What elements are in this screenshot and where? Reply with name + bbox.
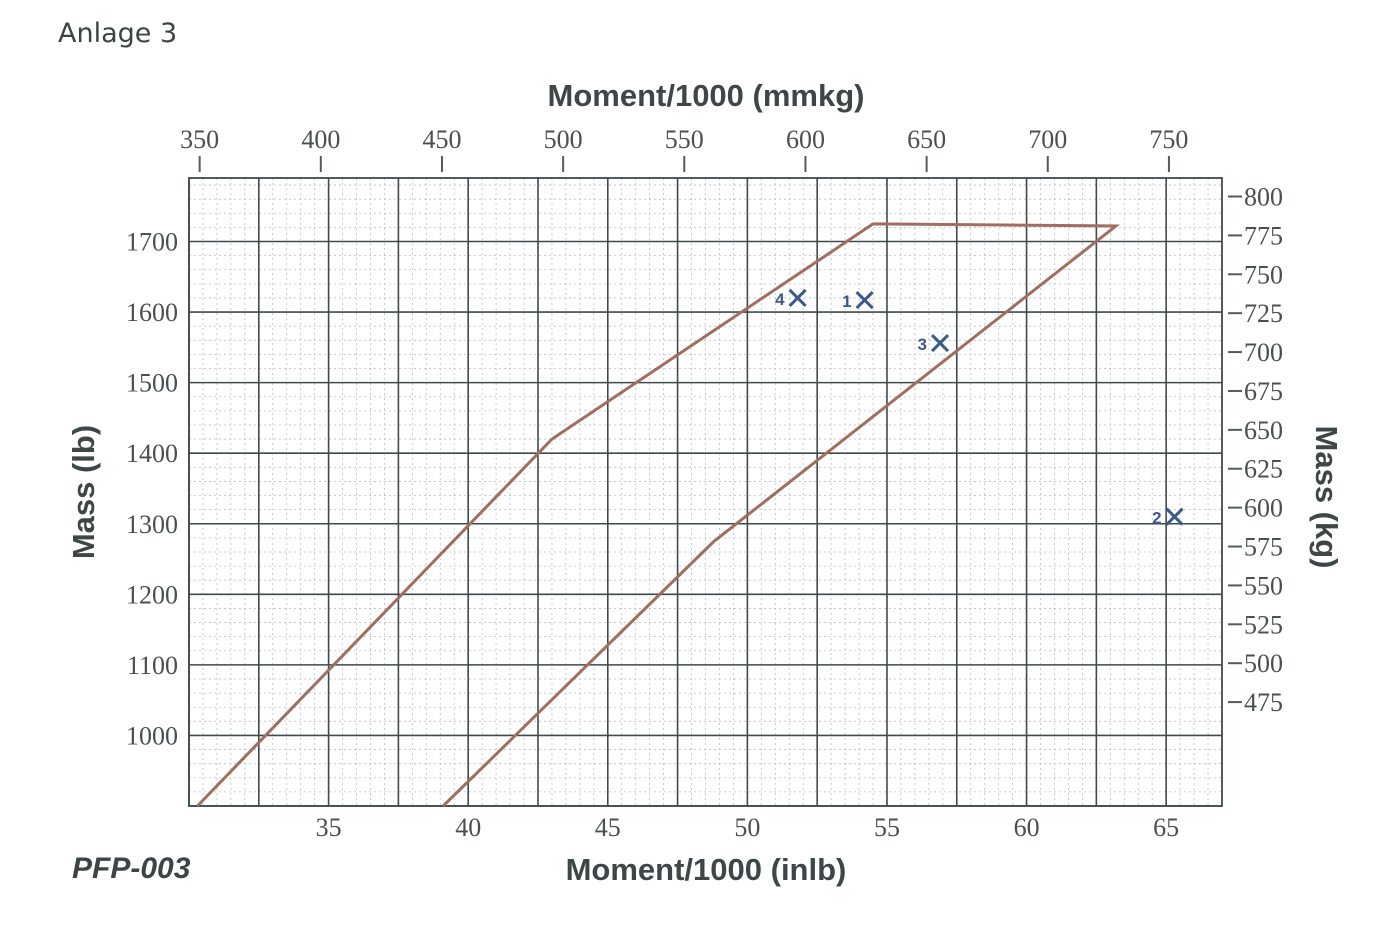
marker-cross-stroke <box>930 334 950 353</box>
y-right-tick-label: 575 <box>1244 533 1283 562</box>
x-bottom-tick-label: 35 <box>316 813 342 842</box>
x-bottom-tick-label: 45 <box>595 813 621 842</box>
x-top-tick-label: 650 <box>907 125 946 154</box>
y-left-tick-label: 1500 <box>126 369 178 398</box>
y-left-tick-label: 1000 <box>126 721 178 750</box>
x-bottom-tick-label: 65 <box>1153 813 1179 842</box>
marker-label: 4 <box>775 290 785 309</box>
y-left-tick-label: 1400 <box>126 439 178 468</box>
marker-cross-stroke <box>855 291 874 310</box>
y-right-tick-label: 550 <box>1244 571 1283 600</box>
x-top-tick-label: 600 <box>786 125 825 154</box>
marker-layer: 1 2 3 4 <box>775 288 1184 528</box>
page-label: Anlage 3 <box>58 18 178 49</box>
x-bottom-axis-title: Moment/1000 (inlb) <box>566 852 847 887</box>
y-right-tick-label: 500 <box>1244 649 1283 678</box>
marker-4: 4 <box>775 288 807 309</box>
marker-3: 3 <box>918 334 950 354</box>
x-top-tick-label: 400 <box>301 125 340 154</box>
marker-1: 1 <box>842 291 874 311</box>
y-left-tick-label: 1700 <box>126 228 178 257</box>
envelope-layer <box>196 222 1121 808</box>
y-right-axis-title: Mass (kg) <box>1309 426 1344 569</box>
y-right-tick-label: 600 <box>1244 494 1283 523</box>
x-bottom-tick-label: 60 <box>1014 813 1040 842</box>
marker-label: 3 <box>918 335 927 354</box>
x-bottom-tick-label: 50 <box>734 813 760 842</box>
y-right-tick-label: 625 <box>1244 455 1283 484</box>
y-right-tick-label: 525 <box>1244 610 1283 639</box>
x-bottom-tick-label: 55 <box>874 813 900 842</box>
marker-label: 1 <box>842 292 851 311</box>
major-grid <box>188 178 1222 807</box>
y-right-tick-label: 475 <box>1244 688 1283 717</box>
x-top-tick-label: 500 <box>544 125 583 154</box>
y-right-tick-label: 650 <box>1244 416 1283 445</box>
y-right-tick-label: 675 <box>1244 377 1283 406</box>
plot-frame <box>188 177 1223 807</box>
y-left-tick-label: 1200 <box>126 580 178 609</box>
x-top-axis-title: Moment/1000 (mmkg) <box>548 78 865 113</box>
envelope-line <box>196 222 1121 808</box>
x-bottom-tick-label: 40 <box>455 813 481 842</box>
y-right-tick-label: 725 <box>1244 299 1283 328</box>
minor-grid <box>188 178 1223 807</box>
y-left-tick-label: 1300 <box>126 510 178 539</box>
y-right-tick-label: 800 <box>1244 183 1283 212</box>
marker-cross-stroke <box>788 288 807 308</box>
marker-label: 2 <box>1152 509 1161 528</box>
y-left-tick-label: 1600 <box>126 298 178 327</box>
y-left-tick-label: 1100 <box>127 651 178 680</box>
document-code: PFP-003 <box>72 852 191 885</box>
marker-2: 2 <box>1152 507 1184 528</box>
x-top-tick-label: 350 <box>180 125 219 154</box>
y-right-tick-label: 775 <box>1244 221 1283 250</box>
marker-cross-stroke <box>1165 507 1184 526</box>
x-top-tick-label: 750 <box>1149 125 1188 154</box>
y-right-tick-label: 750 <box>1244 260 1283 289</box>
x-top-tick-label: 700 <box>1028 125 1067 154</box>
y-right-tick-label: 700 <box>1244 338 1283 367</box>
y-left-axis-title: Mass (lb) <box>66 425 101 559</box>
x-top-tick-label: 550 <box>665 125 704 154</box>
x-top-tick-label: 450 <box>422 125 461 154</box>
